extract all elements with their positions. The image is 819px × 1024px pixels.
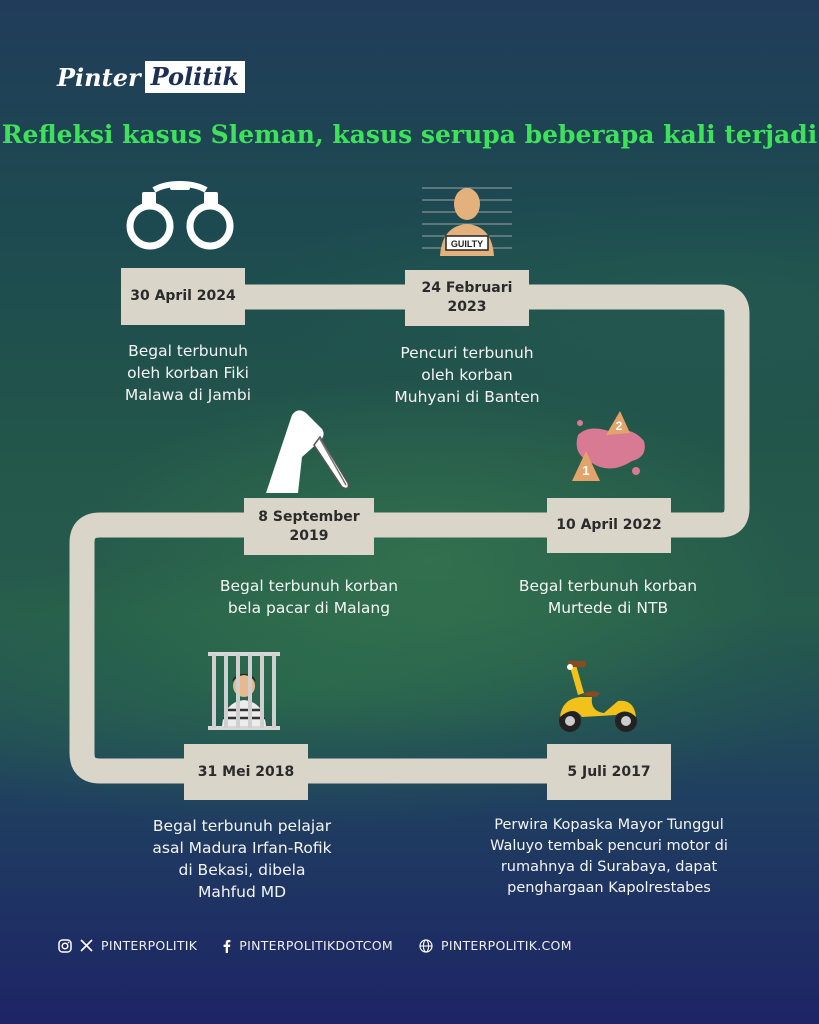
page-title: Refleksi kasus Sleman, kasus serupa bebe… — [1, 120, 818, 149]
date-label: 31 Mei 2018 — [197, 763, 295, 780]
brand-logo-part1: Pinter — [57, 62, 141, 92]
scooter-icon — [559, 661, 637, 732]
date-box-2018: 31 Mei 2018 — [184, 744, 308, 800]
desc-line: di Bekasi, dibela — [178, 861, 306, 879]
date-label-line1: 24 Februari — [421, 280, 513, 296]
guilty-badge-text: GUILTY — [451, 239, 483, 249]
marker-2-text: 2 — [616, 419, 623, 433]
marker-1-text: 1 — [582, 463, 589, 478]
date-box-2024: 30 April 2024 — [121, 268, 245, 325]
desc-line: Waluyo tembak pencuri motor di — [490, 838, 728, 854]
date-box-2022: 10 April 2022 — [547, 498, 671, 553]
desc-line: Pencuri terbunuh — [400, 344, 534, 362]
website-link[interactable]: PINTERPOLITIK.COM — [441, 938, 572, 953]
handcuffs-icon — [126, 180, 234, 250]
desc-line: Malawa di Jambi — [124, 386, 252, 404]
facebook-handle: PINTERPOLITIKDOTCOM — [239, 938, 394, 953]
prisoner-icon — [208, 652, 280, 730]
evidence-markers-icon: 2 1 — [572, 411, 645, 481]
desc-line: oleh korban — [421, 366, 513, 384]
date-label-line1: 8 September — [258, 508, 360, 525]
desc-line: Begal terbunuh — [128, 342, 248, 360]
event-description-2024: Begal terbunuh oleh korban Fiki Malawa d… — [98, 340, 278, 406]
event-description-2017: Perwira Kopaska Mayor Tunggul Waluyo tem… — [464, 815, 754, 899]
desc-line: Begal terbunuh korban — [518, 577, 698, 595]
date-box-2019: 8 September 2019 — [244, 498, 374, 555]
date-box-2017: 5 Juli 2017 — [547, 744, 671, 800]
desc-line: Perwira Kopaska Mayor Tunggul — [494, 817, 724, 833]
brand-logo: Pinter Politik — [57, 60, 246, 94]
desc-line: oleh korban Fiki — [127, 364, 249, 382]
event-description-2019: Begal terbunuh korban bela pacar di Mala… — [196, 575, 422, 619]
globe-icon — [419, 938, 433, 953]
date-label: 5 Juli 2017 — [567, 763, 651, 780]
desc-line: bela pacar di Malang — [227, 599, 391, 617]
knife-hand-icon — [266, 410, 350, 493]
event-description-2022: Begal terbunuh korban Murtede di NTB — [494, 575, 722, 619]
date-label: 10 April 2022 — [556, 517, 662, 533]
guilty-mugshot-icon: GUILTY — [422, 187, 512, 256]
desc-line: penghargaan Kapolrestabes — [507, 880, 711, 896]
date-label: 30 April 2024 — [130, 288, 236, 304]
desc-line: Murtede di NTB — [547, 599, 669, 617]
brand-logo-part2: Politik — [144, 61, 246, 93]
date-label-line2: 2023 — [447, 299, 487, 315]
desc-line: Begal terbunuh korban — [219, 577, 399, 595]
desc-line: Begal terbunuh pelajar — [152, 817, 332, 835]
desc-line: rumahnya di Surabaya, dapat — [500, 859, 718, 875]
footer-social-bar: PINTERPOLITIK PINTERPOLITIKDOTCOM PINTER… — [58, 938, 572, 953]
instagram-icon — [58, 938, 72, 953]
event-description-2023: Pencuri terbunuh oleh korban Muhyani di … — [377, 342, 557, 408]
event-description-2018: Begal terbunuh pelajar asal Madura Irfan… — [130, 815, 354, 903]
date-label-line2: 2019 — [289, 527, 329, 544]
facebook-icon — [223, 939, 231, 953]
desc-line: Mahfud MD — [197, 883, 287, 901]
date-box-2023: 24 Februari 2023 — [405, 270, 529, 326]
desc-line: Muhyani di Banten — [394, 388, 540, 406]
social-handle: PINTERPOLITIK — [101, 938, 198, 953]
timeline-path — [69, 284, 750, 784]
x-twitter-icon — [80, 939, 93, 952]
desc-line: asal Madura Irfan-Rofik — [152, 839, 332, 857]
